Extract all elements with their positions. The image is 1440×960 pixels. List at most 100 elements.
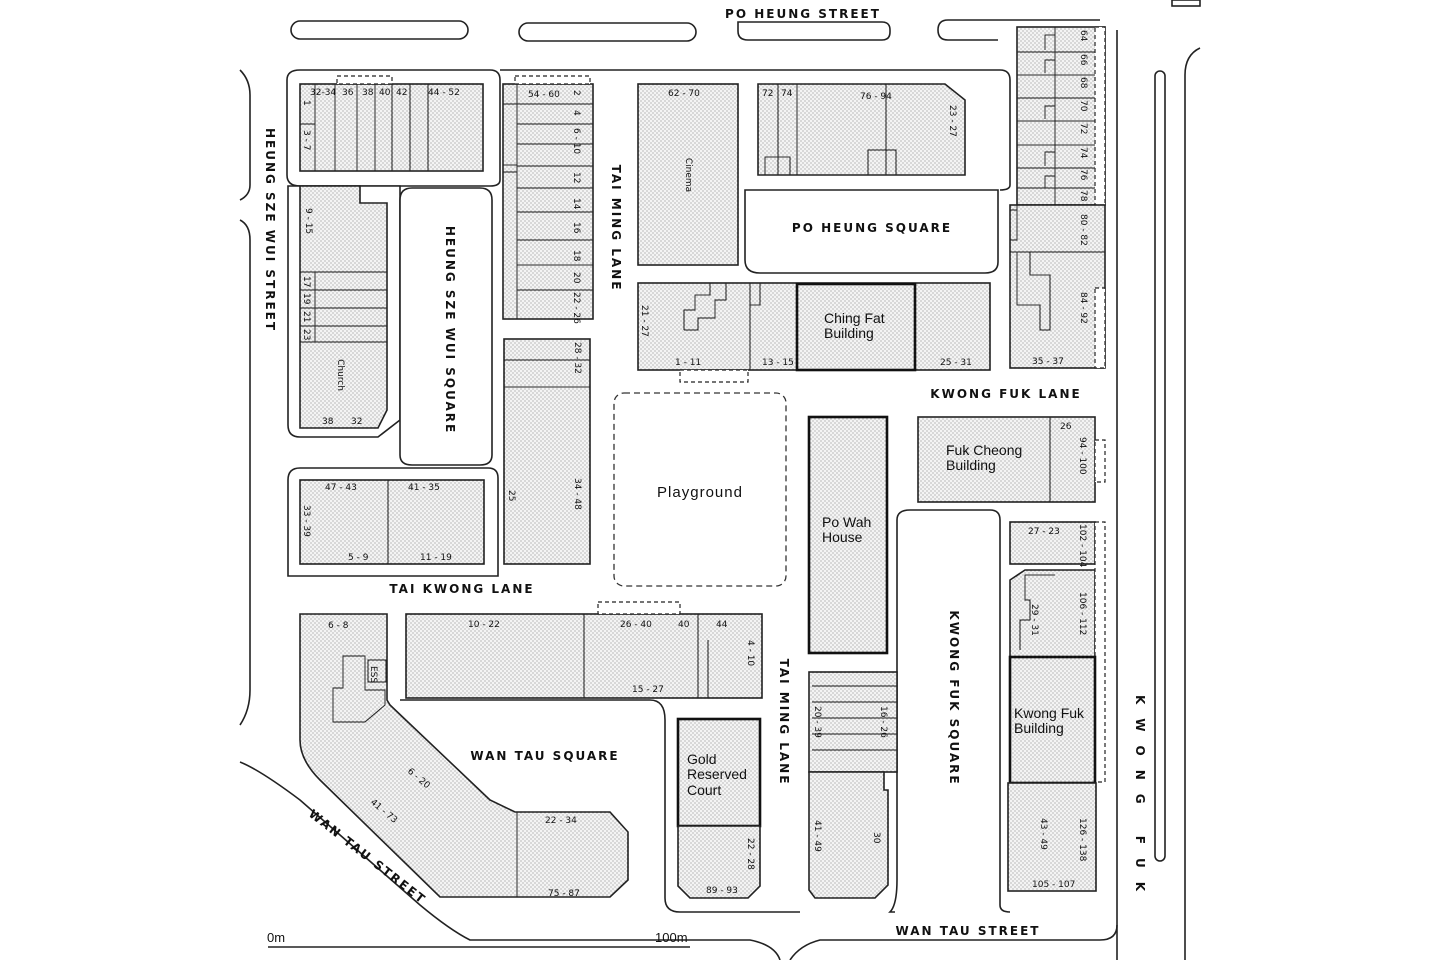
- lot-number: 105 - 107: [1032, 880, 1075, 890]
- lot-number: 126 - 138: [1077, 818, 1087, 862]
- po-heung-square-label: PO HEUNG SQUARE: [792, 221, 952, 235]
- lot-number: 36: [342, 88, 354, 98]
- lot-number: 106 - 112: [1077, 592, 1087, 635]
- lot-number: 3 - 7: [301, 130, 311, 150]
- scale-bar: 0m 100m: [267, 930, 690, 948]
- lot-number: 16 - 26: [878, 706, 888, 738]
- gold-reserved-court: [676, 717, 762, 828]
- building-labels: Cinema Church Ching Fat Building Fuk Che…: [335, 158, 1085, 798]
- kwong-fuk-square-label: KWONG FUK SQUARE: [947, 610, 961, 785]
- po-wah-label-line1: Po Wah: [822, 514, 871, 530]
- lot-number: 4: [571, 110, 581, 116]
- lot-block-30-49: [808, 771, 889, 899]
- lot-block-89-93: [677, 825, 761, 899]
- lot-number: 72: [1078, 123, 1088, 134]
- lot-number: 41 - 49: [812, 820, 822, 852]
- lot-number: 66: [1078, 54, 1088, 66]
- wan-tau-square-label: WAN TAU SQUARE: [470, 749, 619, 763]
- lot-number: 44: [716, 620, 728, 630]
- kwong-fuk-building-label-line1: Kwong Fuk: [1014, 705, 1085, 721]
- lot-number: 20: [571, 272, 581, 284]
- po-heung-street-label: PO HEUNG STREET: [725, 7, 881, 21]
- lot-block-5-47: [299, 479, 485, 565]
- lot-number: 64: [1078, 30, 1088, 42]
- lot-number: 4 - 10: [745, 640, 755, 666]
- lot-number: 26: [1060, 422, 1072, 432]
- ess-label: ESS: [368, 666, 378, 683]
- gold-reserved-label-line1: Gold: [687, 751, 717, 767]
- lot-number: 9 - 15: [303, 208, 313, 234]
- lot-number: 42: [396, 88, 407, 98]
- cinema-label: Cinema: [683, 158, 693, 192]
- road-network: [239, 0, 1201, 960]
- lot-number: 47 - 43: [325, 483, 357, 493]
- cinema-block: [637, 83, 739, 266]
- tai-kwong-lane-label: TAI KWONG LANE: [389, 582, 534, 596]
- lot-number: 16: [571, 222, 581, 234]
- lot-number: 29 - 31: [1029, 604, 1039, 636]
- lot-number: 19: [301, 293, 311, 305]
- lot-number: 27 - 23: [1028, 527, 1060, 537]
- lot-number: 25: [506, 490, 516, 501]
- lot-number: 13 - 15: [762, 358, 794, 368]
- lot-block-25-48: [503, 338, 591, 565]
- lot-number: 5 - 9: [348, 553, 369, 563]
- ching-fat-label-line1: Ching Fat: [824, 310, 885, 326]
- lot-number: 41 - 35: [408, 483, 440, 493]
- lot-number: 40: [379, 88, 391, 98]
- lot-number: 21 - 27: [639, 305, 649, 337]
- lot-block-54-60: [502, 83, 594, 320]
- lot-number: 1 - 11: [675, 358, 701, 368]
- lot-number: 72: [762, 89, 773, 99]
- lot-block-80-92: [1009, 204, 1106, 369]
- lot-number: 26 - 40: [620, 620, 652, 630]
- lot-number: 1: [301, 100, 311, 106]
- lot-number: 102 - 104: [1077, 524, 1087, 568]
- gold-reserved-label-line3: Court: [687, 782, 721, 798]
- lot-block-23-27: [1009, 521, 1096, 565]
- lot-number: 35 - 37: [1032, 357, 1064, 367]
- lot-block-105-138: [1007, 782, 1097, 892]
- heung-sze-wui-square-label: HEUNG SZE WUI SQUARE: [443, 226, 457, 434]
- building-blocks: [299, 26, 1106, 899]
- lot-number: 70: [1078, 100, 1088, 112]
- tai-ming-lane-north-label: TAI MING LANE: [609, 165, 623, 292]
- lot-number: 62 - 70: [668, 89, 700, 99]
- lot-number: 94 - 100: [1077, 437, 1087, 475]
- lot-number: 76: [1078, 169, 1088, 181]
- lot-number: 23: [301, 329, 311, 340]
- playground-area: [613, 392, 787, 587]
- lot-block-16-39: [808, 671, 898, 773]
- lot-number: 43 - 49: [1038, 818, 1048, 850]
- lot-number: 22 - 34: [545, 816, 577, 826]
- kwong-fuk-road-label: KWONG FUK: [1133, 695, 1147, 905]
- lot-number: 68: [1078, 77, 1088, 89]
- ching-fat-label-line2: Building: [824, 325, 874, 341]
- lot-number: 11 - 19: [420, 553, 452, 563]
- lot-number: 17: [301, 276, 311, 287]
- playground-label: Playground: [657, 484, 743, 501]
- lot-number: 25 - 31: [940, 358, 972, 368]
- lot-number: 22 - 26: [571, 292, 581, 324]
- lot-number: 78: [1078, 190, 1088, 202]
- lot-numbers: 32-34 36 38 40 42 44 - 52 1 3 - 7 54 - 6…: [301, 30, 1088, 899]
- po-wah-label-line2: House: [822, 529, 863, 545]
- fuk-cheong-label-line2: Building: [946, 457, 996, 473]
- lot-block-64-78: [1016, 26, 1106, 206]
- tai-ming-lane-south-label: TAI MING LANE: [777, 659, 791, 786]
- fuk-cheong-block: [917, 416, 1096, 503]
- lot-number: 6 - 8: [328, 621, 349, 631]
- lot-number: 18: [571, 250, 581, 262]
- lot-number: 74: [1078, 147, 1088, 159]
- lot-number: 21: [301, 311, 311, 322]
- lot-number: 89 - 93: [706, 886, 738, 896]
- lot-number: 75 - 87: [548, 889, 580, 899]
- lot-number: 20 - 39: [812, 706, 822, 738]
- lot-number: 44 - 52: [428, 88, 460, 98]
- scale-bar-start: 0m: [267, 930, 285, 945]
- lot-number: 28 - 32: [572, 342, 582, 374]
- lot-number: 14: [571, 198, 581, 210]
- lot-number: 40: [678, 620, 690, 630]
- lot-number: 80 - 82: [1078, 214, 1088, 246]
